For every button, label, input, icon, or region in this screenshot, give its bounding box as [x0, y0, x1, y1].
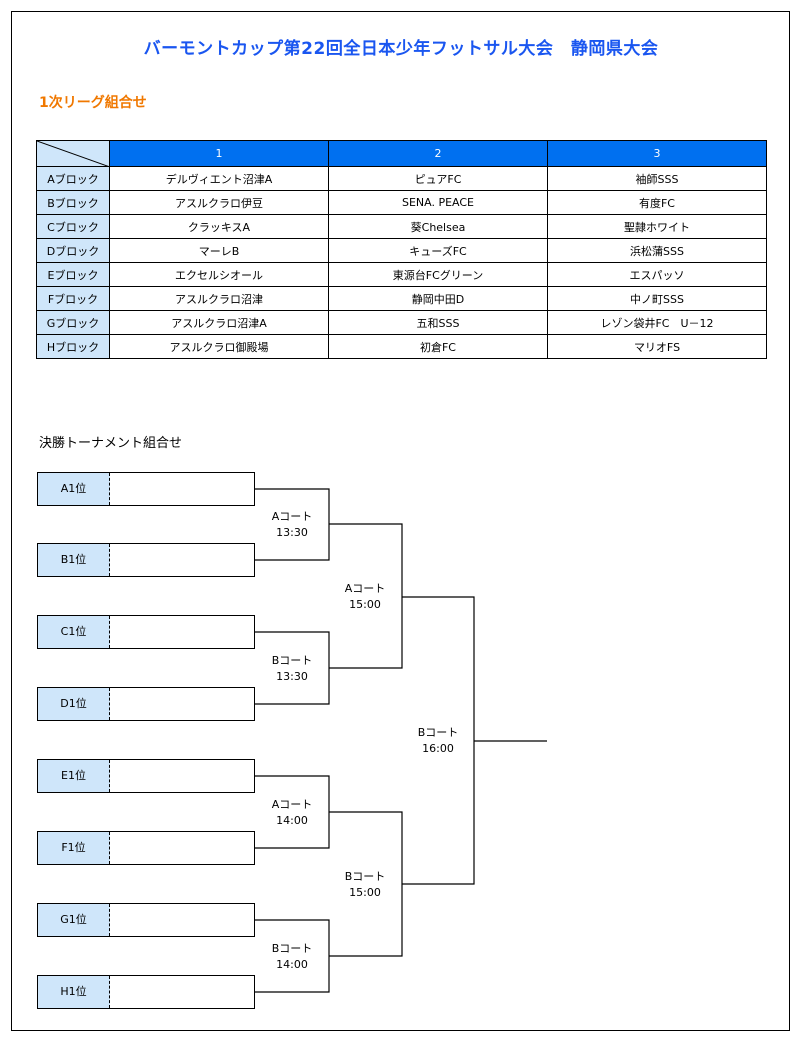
match-court: Aコート	[271, 510, 313, 523]
table-corner-cell	[36, 140, 110, 167]
team-cell: マリオFS	[547, 334, 767, 359]
bracket-slot: E1位	[37, 759, 255, 793]
match-court: Aコート	[344, 582, 386, 595]
match-label: Bコート 13:30	[257, 653, 327, 685]
bracket-slot: H1位	[37, 975, 255, 1009]
match-court: Bコート	[344, 870, 386, 883]
table-row: Eブロックエクセルシオール東源台FCグリーンエスパッソ	[36, 262, 767, 287]
page-frame	[11, 11, 790, 1031]
team-cell: 浜松蒲SSS	[547, 238, 767, 263]
seed-label: G1位	[38, 904, 110, 936]
team-cell: 静岡中田D	[328, 286, 548, 311]
match-label: Bコート 15:00	[330, 869, 400, 901]
match-time: 13:30	[276, 670, 308, 683]
page-title: バーモントカップ第22回全日本少年フットサル大会 静岡県大会	[143, 39, 659, 59]
team-cell: エスパッソ	[547, 262, 767, 287]
match-label: Bコート 16:00	[403, 725, 473, 757]
team-cell: クラッキスA	[109, 214, 329, 239]
match-time: 13:30	[276, 526, 308, 539]
block-label: Aブロック	[36, 166, 110, 191]
match-time: 15:00	[349, 598, 381, 611]
team-cell: アスルクラロ伊豆	[109, 190, 329, 215]
team-cell: アスルクラロ沼津A	[109, 310, 329, 335]
seed-label: E1位	[38, 760, 110, 792]
match-label: Aコート 13:30	[257, 509, 327, 541]
bracket-slot: B1位	[37, 543, 255, 577]
match-court: Bコート	[271, 942, 313, 955]
match-time: 16:00	[422, 742, 454, 755]
column-header: 3	[547, 140, 767, 167]
seed-label: D1位	[38, 688, 110, 720]
bracket-line	[329, 523, 403, 669]
block-label: Hブロック	[36, 334, 110, 359]
seed-label: F1位	[38, 832, 110, 864]
diagonal-line	[37, 141, 110, 167]
team-cell: アスルクラロ御殿場	[109, 334, 329, 359]
block-label: Bブロック	[36, 190, 110, 215]
match-time: 14:00	[276, 814, 308, 827]
bracket-slot: C1位	[37, 615, 255, 649]
team-cell: 東源台FCグリーン	[328, 262, 548, 287]
seed-label: C1位	[38, 616, 110, 648]
match-label: Aコート 14:00	[257, 797, 327, 829]
team-cell: 初倉FC	[328, 334, 548, 359]
match-label: Aコート 15:00	[330, 581, 400, 613]
match-court: Aコート	[271, 798, 313, 811]
seed-label: A1位	[38, 473, 110, 505]
block-label: Cブロック	[36, 214, 110, 239]
match-label: Bコート 14:00	[257, 941, 327, 973]
seed-label: B1位	[38, 544, 110, 576]
block-label: Gブロック	[36, 310, 110, 335]
team-cell: 中ノ町SSS	[547, 286, 767, 311]
league-header-row: 1 2 3	[36, 140, 767, 167]
team-cell: 有度FC	[547, 190, 767, 215]
match-time: 14:00	[276, 958, 308, 971]
team-cell: ピュアFC	[328, 166, 548, 191]
block-label: Fブロック	[36, 286, 110, 311]
match-time: 15:00	[349, 886, 381, 899]
team-cell: SENA. PEACE	[328, 190, 548, 215]
bracket-slot: A1位	[37, 472, 255, 506]
match-court: Bコート	[271, 654, 313, 667]
match-court: Bコート	[417, 726, 459, 739]
team-cell: アスルクラロ沼津	[109, 286, 329, 311]
block-label: Dブロック	[36, 238, 110, 263]
team-cell: 葵Chelsea	[328, 214, 548, 239]
league-heading: 1次リーグ組合せ	[39, 95, 147, 111]
bracket-slot: D1位	[37, 687, 255, 721]
seed-label: H1位	[38, 976, 110, 1008]
bracket-slot: G1位	[37, 903, 255, 937]
column-header: 1	[109, 140, 329, 167]
tournament-heading: 決勝トーナメント組合せ	[39, 436, 183, 451]
team-cell: 袖師SSS	[547, 166, 767, 191]
bracket-slot: F1位	[37, 831, 255, 865]
